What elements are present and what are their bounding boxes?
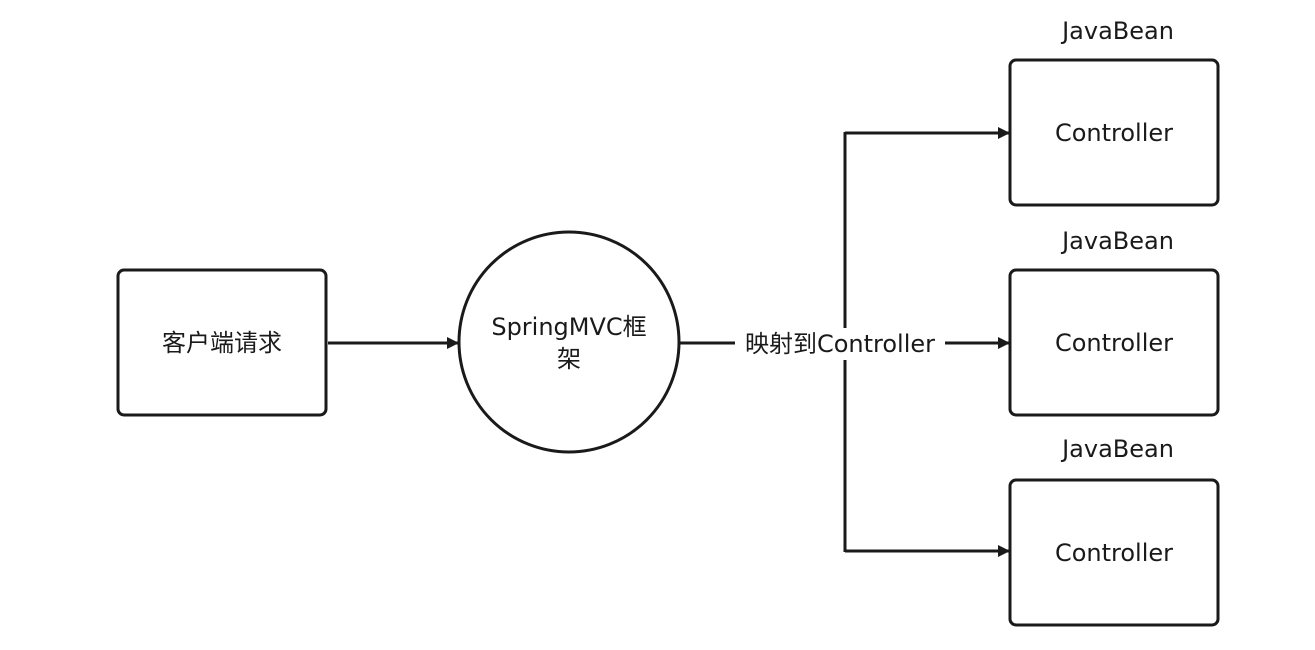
javabean-tag-1: JavaBean [1060,17,1174,45]
edge-label-group: 映射到Controller [735,328,945,360]
controller-label-2: Controller [1055,329,1173,357]
controller-label-1: Controller [1055,119,1173,147]
javabean-tag-3: JavaBean [1060,435,1174,463]
edge-label-mapping: 映射到Controller [745,330,935,358]
controller-node-1: JavaBean Controller [1008,17,1220,207]
springmvc-framework-node: SpringMVC框 架 [457,230,681,454]
controller-node-3: JavaBean Controller [1008,435,1220,627]
controller-label-3: Controller [1055,539,1173,567]
framework-label-line1: SpringMVC框 [491,313,646,341]
framework-label-line2: 架 [557,345,581,373]
client-request-label: 客户端请求 [162,329,282,357]
javabean-tag-2: JavaBean [1060,227,1174,255]
client-request-node: 客户端请求 [116,268,328,417]
controller-node-2: JavaBean Controller [1008,227,1220,417]
